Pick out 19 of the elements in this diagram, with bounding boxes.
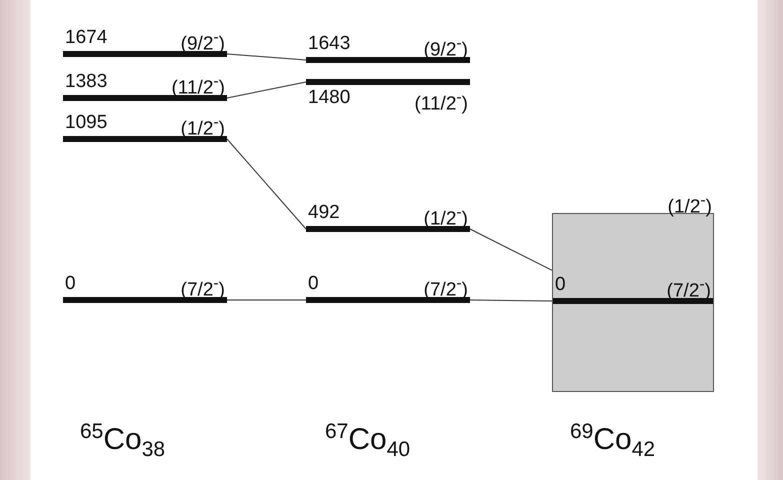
level-connector — [226, 54, 306, 60]
level-connector — [470, 228, 552, 271]
level-energy: 1480 — [308, 86, 350, 110]
level-connector — [226, 138, 306, 230]
isotope-label: $^{69}$Co$_{42}$ — [570, 420, 656, 462]
level-energy: 492 — [308, 201, 340, 225]
level-energy: 1095 — [65, 111, 108, 135]
level-energy: 0 — [65, 272, 76, 296]
level-energy: 1643 — [308, 32, 350, 56]
level-energy: 0 — [308, 272, 319, 296]
level-energy: 1674 — [65, 26, 108, 50]
spin-parity: (11/2$^{-}$) — [414, 88, 468, 116]
level-energy: 1383 — [65, 70, 108, 94]
isotope-label: $^{65}$Co$_{38}$ — [80, 420, 166, 462]
level-connector — [226, 82, 306, 98]
spin-parity: (1/2$^{-}$) — [668, 191, 712, 220]
isotope-label: $^{67}$Co$_{40}$ — [325, 420, 410, 462]
level-connector — [470, 300, 554, 302]
level-energy: 0 — [555, 273, 566, 297]
